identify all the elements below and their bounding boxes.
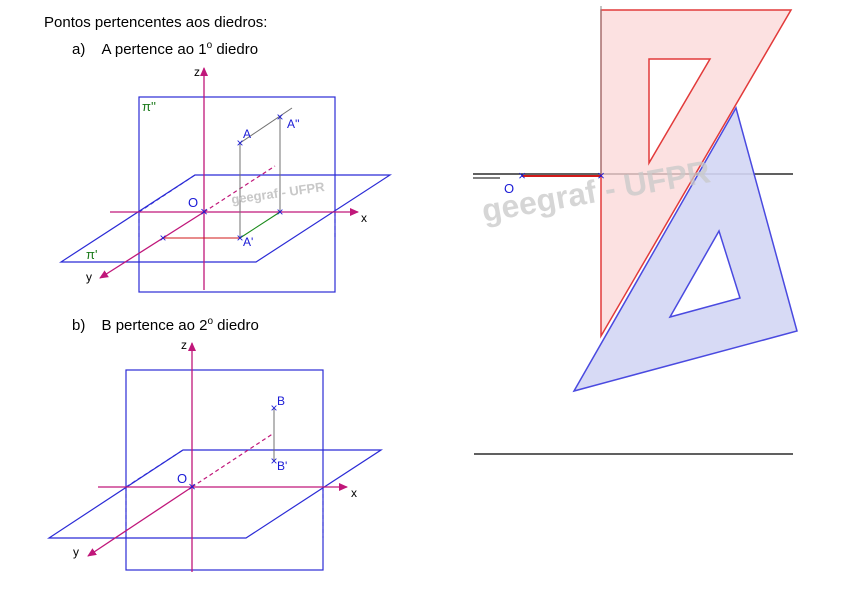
point-marker-icon: × bbox=[159, 231, 166, 245]
label-origin-b: O bbox=[177, 471, 187, 486]
set-squares-construction: × × O geegraf - UFPR bbox=[473, 6, 798, 455]
blue-set-square bbox=[572, 106, 798, 393]
item-a-text-main: A pertence ao 1 bbox=[101, 41, 207, 58]
point-marker-icon: × bbox=[200, 204, 208, 219]
label-pi-vertical: π'' bbox=[142, 99, 156, 114]
item-b-sup: o bbox=[207, 316, 213, 327]
point-marker-icon: × bbox=[276, 110, 283, 124]
hidden-edge-b-back bbox=[125, 449, 184, 488]
item-b-text: B pertence ao 2o diedro bbox=[101, 316, 259, 334]
page-heading: Pontos pertencentes aos diedros: bbox=[44, 14, 268, 31]
point-marker-icon: × bbox=[276, 205, 283, 219]
label-y-b: y bbox=[73, 545, 79, 559]
label-point-B-horizontal: B' bbox=[277, 459, 287, 473]
watermark-a: geegraf - UFPR bbox=[230, 179, 326, 207]
label-origin-right: O bbox=[504, 181, 514, 196]
label-pi-horizontal: π' bbox=[86, 247, 97, 262]
diagram-b: × × × z x y O B B' bbox=[46, 338, 384, 572]
point-marker-icon: × bbox=[188, 479, 196, 494]
item-a-tail: diedro bbox=[212, 41, 259, 58]
horizontal-plane-a bbox=[58, 174, 393, 263]
y-axis-a bbox=[99, 211, 205, 279]
item-a-text: A pertence ao 1o diedro bbox=[101, 40, 259, 58]
point-marker-icon: × bbox=[270, 401, 277, 415]
diagram-a: × × × × × × geegraf - UFPR z x y O π'' π… bbox=[58, 65, 393, 293]
point-marker-icon: × bbox=[236, 136, 243, 150]
item-b-marker: b) bbox=[72, 317, 86, 334]
label-point-A: A bbox=[243, 127, 251, 141]
item-b-heading: b) B pertence ao 2o diedro bbox=[72, 316, 259, 334]
label-point-A-vertical: A'' bbox=[287, 117, 300, 131]
item-a-sup: o bbox=[206, 40, 213, 51]
point-marker-icon: × bbox=[518, 168, 526, 183]
label-z-b: z bbox=[181, 338, 187, 352]
y-axis-b bbox=[87, 486, 193, 557]
projector-a-green bbox=[239, 211, 281, 239]
item-b-text-main: B pertence ao 2 bbox=[101, 317, 208, 334]
item-a-marker: a) bbox=[72, 41, 86, 58]
point-marker-icon: × bbox=[236, 231, 243, 245]
label-z-a: z bbox=[194, 65, 200, 79]
red-set-square-hole bbox=[648, 58, 712, 166]
point-marker-icon: × bbox=[597, 168, 605, 183]
label-x-b: x bbox=[351, 486, 357, 500]
label-y-a: y bbox=[86, 270, 92, 284]
point-marker-icon: × bbox=[270, 454, 277, 468]
vertical-plane-b bbox=[125, 369, 324, 571]
label-point-B: B bbox=[277, 394, 285, 408]
label-x-a: x bbox=[361, 211, 367, 225]
item-a-heading: a) A pertence ao 1o diedro bbox=[72, 40, 258, 58]
y-axis-b-back bbox=[191, 432, 275, 488]
label-point-A-horizontal: A' bbox=[243, 235, 253, 249]
label-origin-a: O bbox=[188, 195, 198, 210]
vertical-plane-a bbox=[138, 96, 336, 293]
item-b-tail: diedro bbox=[213, 317, 259, 334]
projector-a-top bbox=[239, 107, 293, 144]
horizontal-plane-b bbox=[46, 449, 384, 539]
blue-set-square-hole bbox=[668, 229, 741, 319]
